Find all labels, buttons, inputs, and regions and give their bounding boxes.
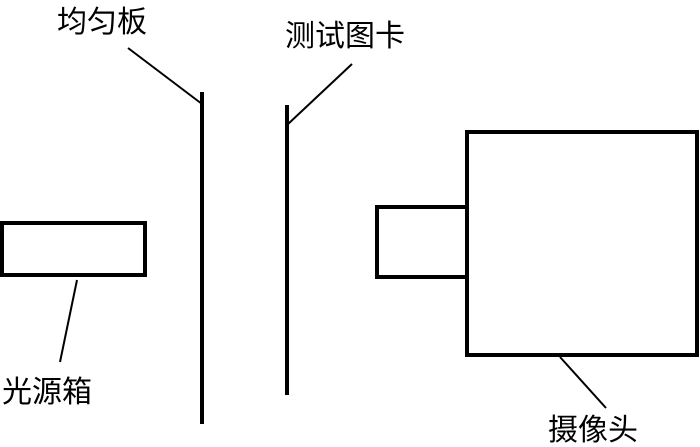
light-box-label: 光源箱 [2,375,92,410]
light-box [0,221,147,277]
diffuser-plate-leader-line [127,47,203,105]
diffuser-plate-label: 均匀板 [57,5,147,40]
camera-lens [375,205,469,279]
test-chart-label: 测试图卡 [285,19,405,54]
light-box-leader-line [59,279,78,363]
camera-body [465,130,699,357]
camera-label: 摄像头 [548,413,638,447]
test-chart-leader-line [286,63,353,126]
camera-leader-line [559,356,607,409]
